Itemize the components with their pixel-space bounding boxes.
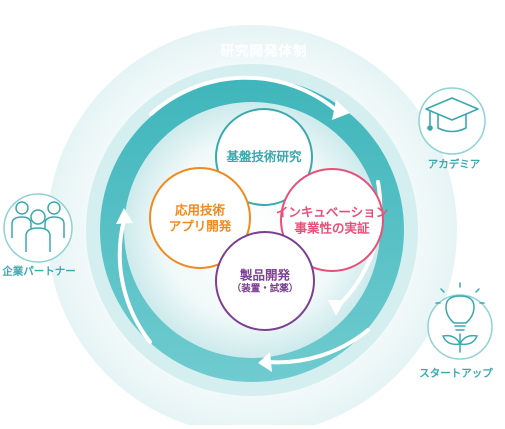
circle-product-label: 製品開発 （装置・試薬） <box>232 267 299 295</box>
application-line1: 応用技術 <box>174 202 226 218</box>
incubation-line1: インキュベーション <box>275 204 389 220</box>
product-line1: 製品開発 <box>239 267 291 283</box>
circle-application <box>149 167 251 269</box>
arrowhead-top <box>332 100 350 120</box>
arrowhead-bottom <box>258 352 272 372</box>
circle-fundamental <box>215 108 313 206</box>
people-group-icon <box>11 201 65 252</box>
circle-incubation-label: インキュベーション 事業性の実証 <box>276 204 388 235</box>
arrowhead-left <box>116 208 133 224</box>
cycle-arrowheads <box>116 100 350 372</box>
companies-badge <box>3 193 73 263</box>
incubation-line2: 事業性の実証 <box>294 220 370 235</box>
cycle-arrow-left <box>117 218 152 344</box>
startups-label: スタートアップ <box>419 367 493 380</box>
application-line2: アプリ開発 <box>168 218 232 233</box>
circle-product <box>215 231 315 331</box>
academia-label: アカデミア <box>427 158 481 171</box>
product-line2: （装置・試薬） <box>231 282 299 294</box>
lightbulb-sprout-icon <box>435 282 485 353</box>
academia-badge <box>418 87 486 155</box>
circle-application-label: 応用技術 アプリ開発 <box>169 202 232 233</box>
cycle-arrows <box>117 75 383 365</box>
circle-incubation <box>280 168 384 272</box>
graduation-cap-icon <box>425 97 479 133</box>
companies-label: 企業パートナー <box>2 265 76 278</box>
cycle-arrow-bottom <box>266 328 370 365</box>
cycle-arrow-top <box>149 75 338 116</box>
diagram-title: 研究開発体制 <box>220 43 308 60</box>
startups-badge <box>427 282 493 360</box>
inner-field <box>124 102 380 358</box>
circle-fundamental-label: 基盤技術研究 <box>226 149 302 165</box>
arrowhead-right <box>328 300 345 316</box>
